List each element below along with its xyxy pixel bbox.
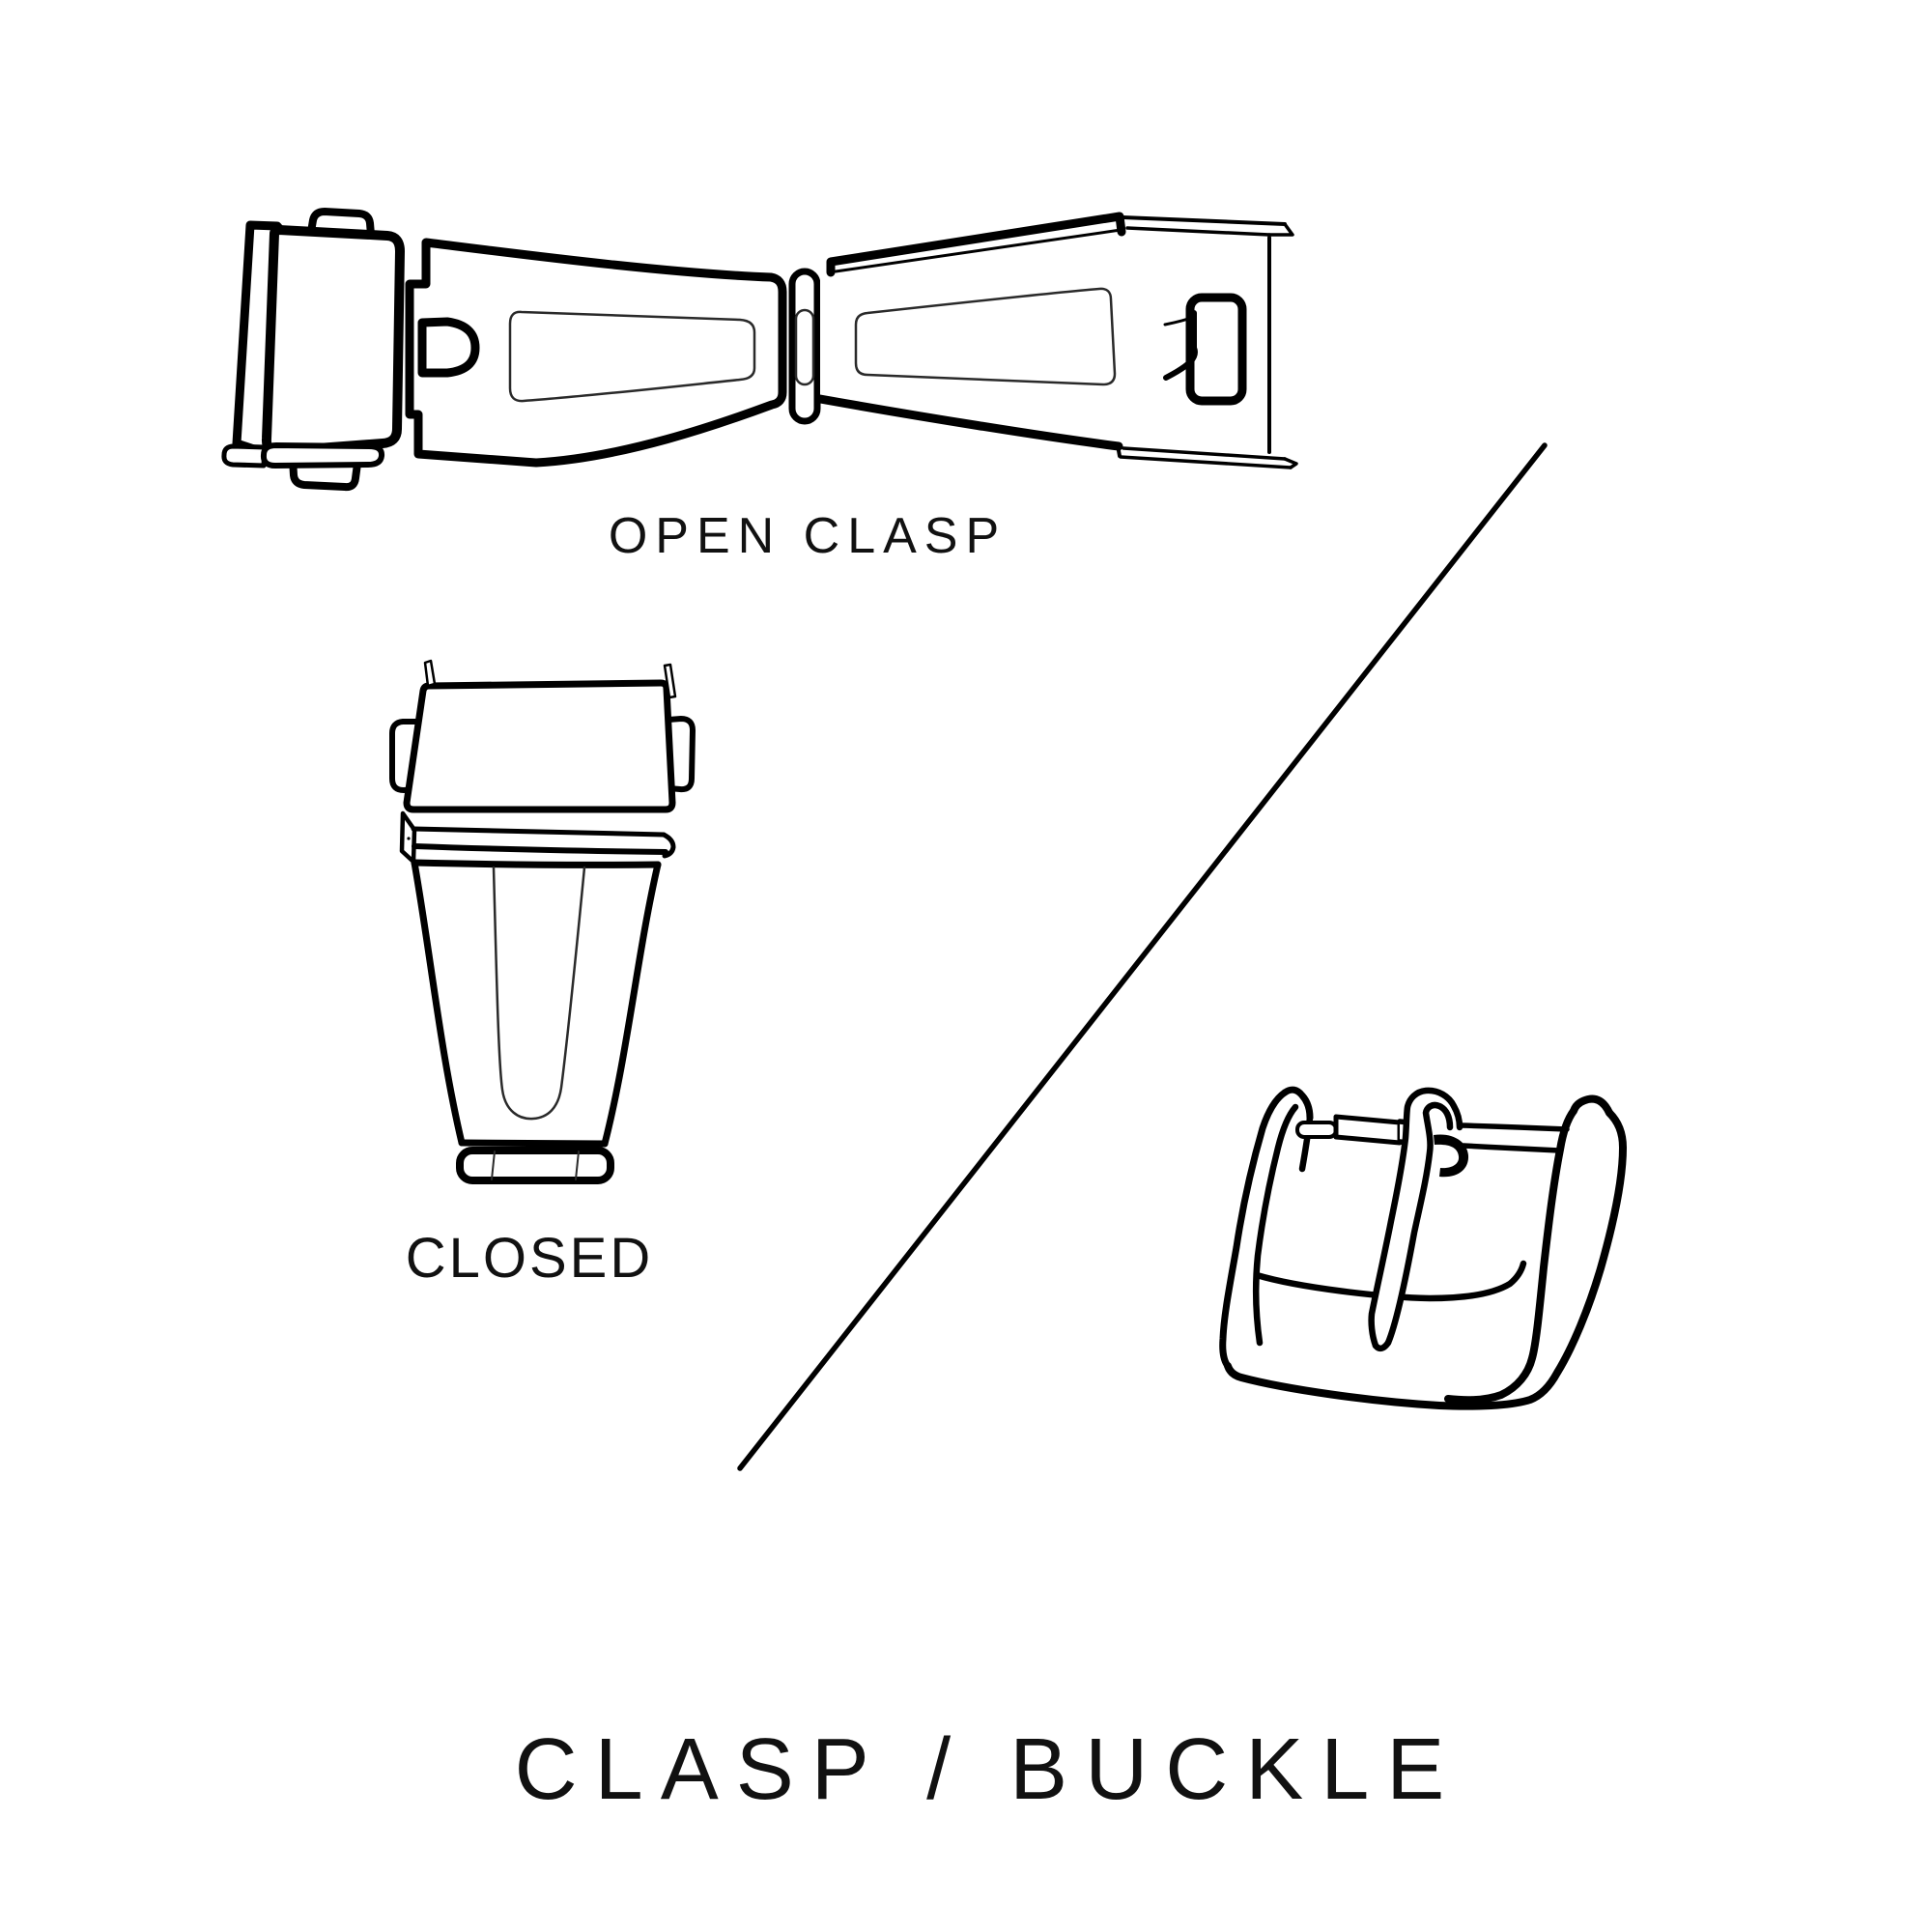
svg-text:OPEN CLASP: OPEN CLASP — [609, 508, 1007, 564]
svg-text:CLOSED: CLOSED — [406, 1227, 654, 1290]
svg-text:CLASP / BUCKLE: CLASP / BUCKLE — [515, 1721, 1463, 1818]
